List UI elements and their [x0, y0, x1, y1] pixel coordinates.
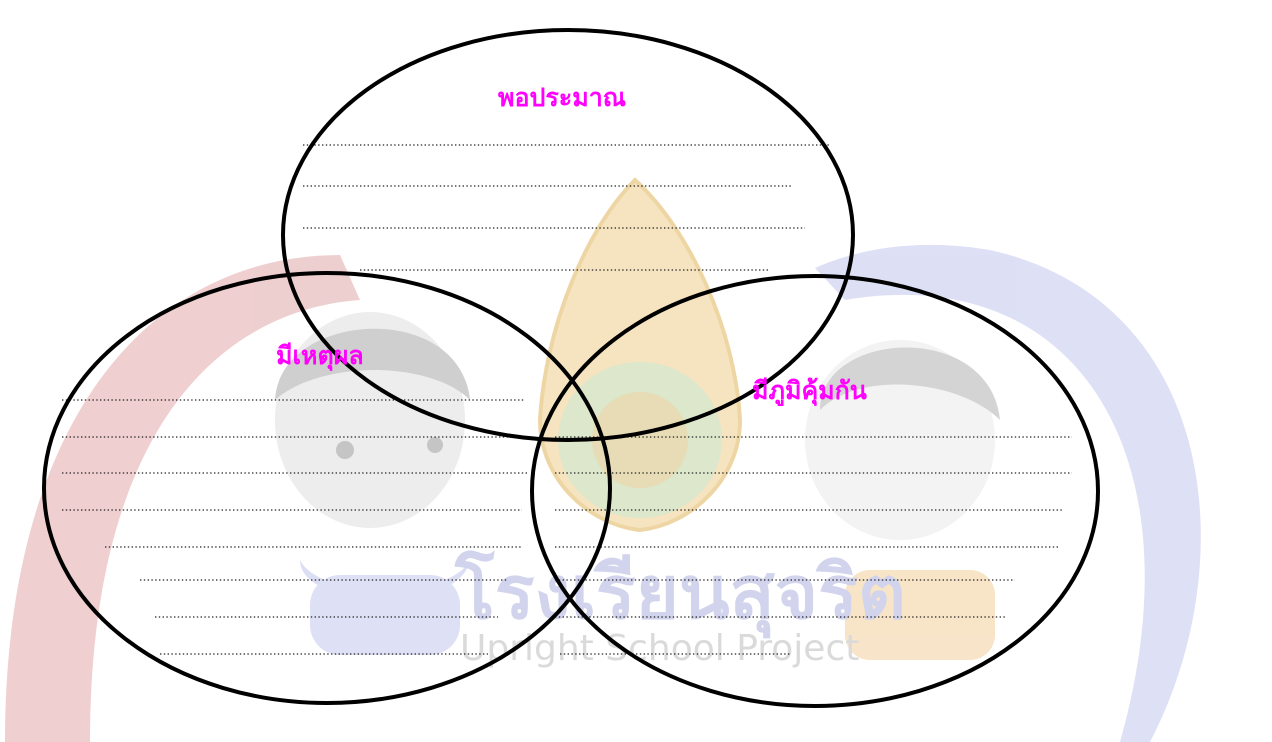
school-emblem-icon	[540, 180, 740, 530]
watermark-english-text: Upright School Project	[460, 628, 859, 669]
label-moderation: พอประมาณ	[498, 83, 626, 112]
watermark-background: โรงเรียนสุจริต Upright School Project	[5, 180, 1201, 742]
watermark-thai-text: โรงเรียนสุจริต	[454, 549, 906, 639]
label-reasonableness: มีเหตุผล	[276, 341, 364, 372]
label-immunity: มีภูมิคุ้มกัน	[752, 376, 867, 407]
